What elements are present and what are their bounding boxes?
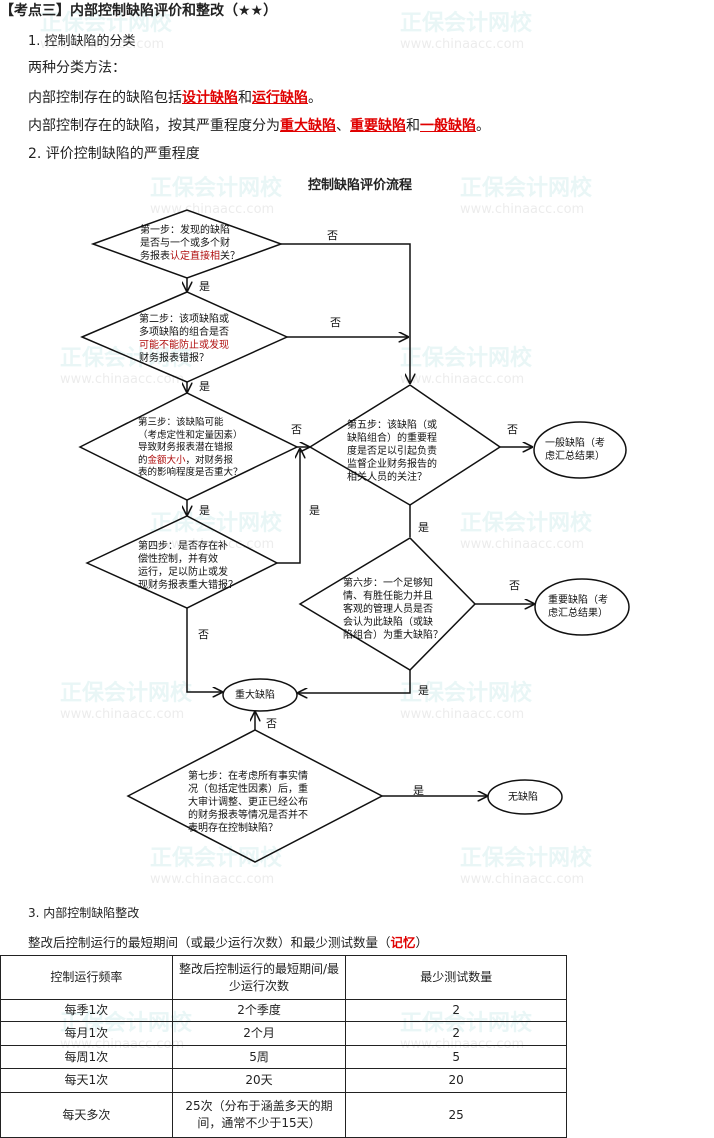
cell: 25次（分布于涵盖多天的期间，通常不少于15天） — [171, 1092, 347, 1138]
page-heading: 【考点三】内部控制缺陷评价和整改（★★） — [0, 3, 278, 19]
term-general: 一般缺陷 — [420, 118, 476, 134]
cell: 25 — [345, 1092, 567, 1138]
section2-title: 2. 评价控制缺陷的严重程度 — [28, 146, 200, 162]
cell: 每周1次 — [0, 1045, 173, 1069]
text: 。 — [308, 90, 322, 106]
term-important: 重要缺陷 — [350, 118, 406, 134]
step3-text: 第三步：该缺陷可能（考虑定性和定量因素）导致财务报表潜在错报的金额大小，对财务报… — [138, 417, 243, 478]
section3-desc: 整改后控制运行的最短期间（或最少运行次数）和最少测试数量（记忆） — [28, 932, 428, 951]
edge-label-yes: 是 — [199, 280, 210, 293]
step1-text: 第一步：发现的缺陷是否与一个或多个财务报表认定直接相关？ — [140, 225, 240, 262]
step7-text: 第七步：在考虑所有事实情况（包括定性因素）后，重大审计调整、更正已经公布的财务报… — [188, 771, 308, 834]
term-operation-defect: 运行缺陷 — [252, 90, 308, 106]
memo-tag: 记忆 — [390, 935, 416, 950]
general-defect-label: 一般缺陷（考虑汇总结果） — [545, 438, 605, 462]
edge-label-no: 否 — [509, 579, 520, 592]
general-defect-oval — [533, 421, 627, 479]
edge-label-no: 否 — [266, 717, 277, 730]
section1-intro: 两种分类方法： — [28, 60, 126, 76]
cell: 5周 — [171, 1045, 347, 1069]
section1-line2: 内部控制存在的缺陷，按其严重程度分为重大缺陷、重要缺陷和一般缺陷。 — [28, 115, 490, 135]
cell: 每天多次 — [0, 1092, 173, 1138]
flowchart-title: 控制缺陷评价流程 — [308, 178, 413, 193]
text: ） — [415, 935, 429, 950]
edge-label-yes: 是 — [413, 784, 424, 797]
edge-label-no: 否 — [198, 628, 209, 641]
cell: 5 — [345, 1045, 567, 1069]
step2-text: 第二步：该项缺陷或多项缺陷的组合是否可能不能防止或发现财务报表错报？ — [139, 314, 229, 364]
edge-label-yes: 是 — [199, 380, 210, 393]
cell: 2 — [345, 999, 567, 1022]
cell: 2 — [345, 1021, 567, 1046]
text: 整改后控制运行的最短期间（或最少运行次数）和最少测试数量（ — [28, 935, 391, 950]
important-defect-label: 重要缺陷（考虑汇总结果） — [548, 595, 608, 619]
section3-title: 3. 内部控制缺陷整改 — [28, 906, 140, 920]
cell: 每天1次 — [0, 1068, 173, 1093]
cell: 2个月 — [171, 1021, 347, 1046]
text: 和 — [406, 118, 420, 134]
edge-label-yes: 是 — [309, 504, 320, 517]
step5-text: 第五步：该缺陷（或缺陷组合）的重要程度是否足以引起负责监督企业财务报告的相关人员… — [347, 420, 437, 483]
edge-label-no: 否 — [327, 229, 338, 242]
term-design-defect: 设计缺陷 — [182, 90, 238, 106]
section1-line1: 内部控制存在的缺陷包括设计缺陷和运行缺陷。 — [28, 87, 322, 107]
text: 。 — [476, 118, 490, 134]
text: 内部控制存在的缺陷，按其严重程度分为 — [28, 118, 280, 134]
text: 、 — [336, 118, 350, 134]
section1-title: 1. 控制缺陷的分类 — [28, 34, 136, 49]
edge-label-no: 否 — [330, 316, 341, 329]
flowchart-lines — [78, 209, 630, 863]
edge-label-yes: 是 — [199, 504, 210, 517]
header-cell: 控制运行频率 — [0, 955, 173, 1000]
edge-label-no: 否 — [507, 423, 518, 436]
text: 内部控制存在的缺陷包括 — [28, 90, 182, 106]
edge-label-yes: 是 — [418, 521, 429, 534]
header-cell: 最少测试数量 — [345, 955, 567, 1000]
cell: 20天 — [171, 1068, 347, 1093]
no-defect-label: 无缺陷 — [508, 792, 538, 803]
header-cell: 整改后控制运行的最短期间/最少运行次数 — [171, 955, 347, 1000]
step4-text: 第四步：是否存在补偿性控制，并有效运行，足以防止或发现财务报表重大错报？ — [138, 541, 238, 591]
cell: 每季1次 — [0, 999, 173, 1022]
cell: 2个季度 — [171, 999, 347, 1022]
material-defect-label: 重大缺陷 — [235, 690, 275, 701]
text: 和 — [238, 90, 252, 106]
term-material: 重大缺陷 — [280, 118, 336, 134]
cell: 每月1次 — [0, 1021, 173, 1046]
cell: 20 — [345, 1068, 567, 1093]
edge-label-yes: 是 — [418, 684, 429, 697]
table-header: 控制运行频率 整改后控制运行的最短期间/最少运行次数 最少测试数量 — [0, 955, 567, 1000]
edge-label-no: 否 — [291, 423, 302, 436]
step6-text: 第六步：一个足够知情、有胜任能力并且客观的管理人员是否会认为此缺陷（或缺陷组合）… — [343, 578, 443, 641]
